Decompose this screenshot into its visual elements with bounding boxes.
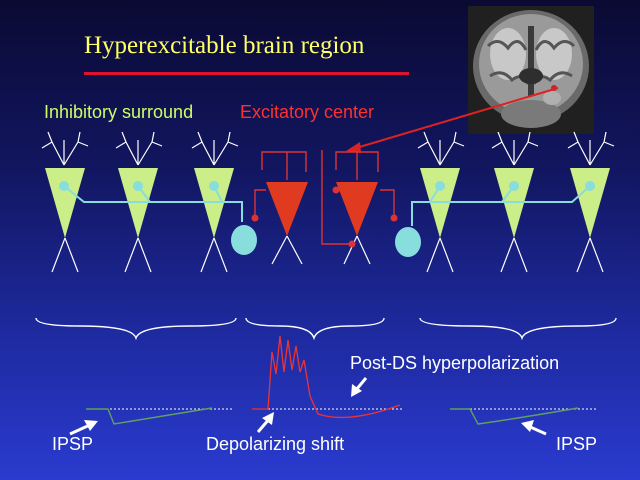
ipsp-label-left: IPSP — [52, 434, 94, 454]
inhibitory-surround-label: Inhibitory surround — [44, 102, 194, 122]
inhibitory-neuron-right-3 — [567, 131, 615, 273]
arrow-ipsp-left — [69, 420, 98, 436]
depolarizing-shift-trace — [252, 335, 402, 419]
excitatory-center-label: Excitatory center — [240, 102, 375, 122]
post-ds-hyperpolarization-label: Post-DS hyperpolarization — [350, 353, 560, 373]
excitatory-recurrent-wiring — [321, 150, 356, 248]
arrow-ipsp-right — [521, 420, 547, 436]
inhibitory-neuron-left-1 — [41, 131, 89, 273]
inhibitory-interneuron-left — [63, 185, 257, 255]
brace-inhibitory-left — [35, 317, 237, 341]
arrow-post-ds — [351, 377, 368, 397]
ipsp-trace-left — [86, 407, 232, 425]
arrow-depolarizing-shift — [256, 412, 274, 433]
ipsp-trace-right — [450, 407, 598, 425]
excitatory-neuron-2 — [335, 151, 398, 265]
inhibitory-interneuron-right — [395, 185, 591, 257]
brace-inhibitory-right — [419, 317, 617, 341]
excitatory-neuron-1 — [251, 151, 308, 265]
depolarizing-shift-label: Depolarizing shift — [206, 434, 345, 454]
ipsp-label-right: IPSP — [556, 434, 598, 454]
brace-excitatory-center — [245, 317, 385, 341]
mri-pointer-arrow — [346, 87, 559, 153]
slide-title: Hyperexcitable brain region — [84, 32, 365, 59]
title-underline — [84, 72, 409, 75]
